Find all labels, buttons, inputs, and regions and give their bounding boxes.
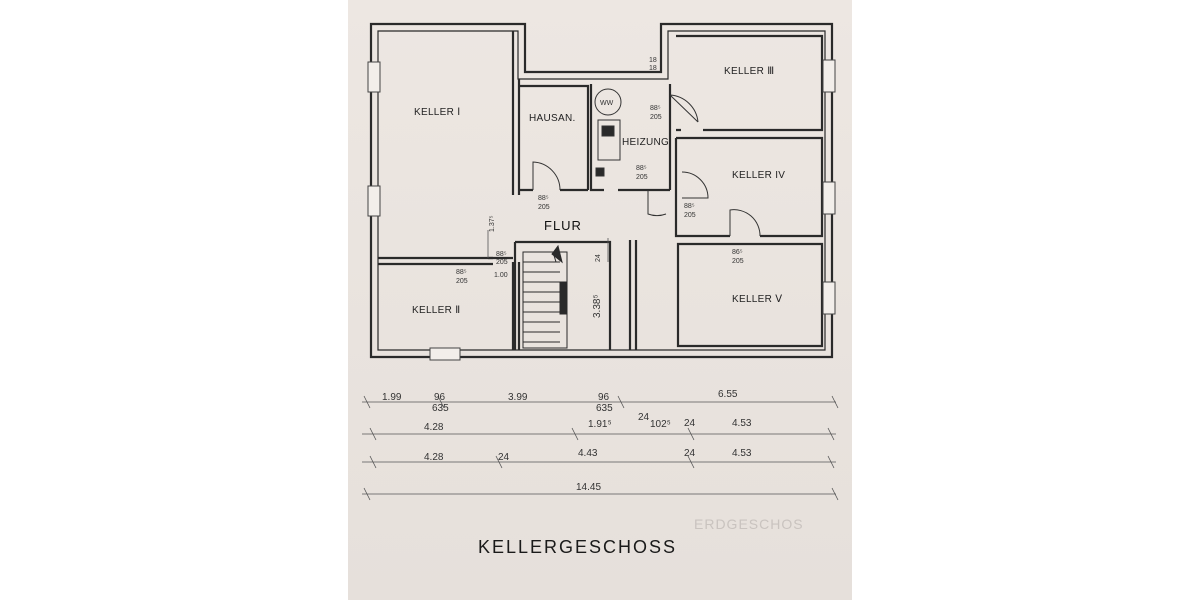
- wall-keller4: [674, 136, 824, 238]
- door-dim: 88⁵: [538, 195, 549, 202]
- wall-keller3: [676, 34, 824, 132]
- wall-stair: [513, 240, 612, 350]
- wall-keller5: [676, 242, 824, 348]
- dim-row1-value: 96: [434, 392, 446, 403]
- dim-row1-value: 3.99: [508, 392, 528, 403]
- dim-row2-value: 4.53: [732, 418, 752, 429]
- dim-label: 3.38⁵: [592, 294, 603, 318]
- wall-keller1-right: [511, 31, 521, 195]
- floor-plan-drawing: KELLER Ⅰ KELLER Ⅱ KELLER Ⅲ KELLER IV KEL…: [362, 22, 839, 501]
- dim-row3-value: 4.28: [424, 452, 444, 463]
- dim-label: 1.00: [494, 272, 508, 279]
- door-dim: 205: [496, 259, 508, 266]
- door-dim: 88⁵: [636, 165, 647, 172]
- room-label-hausan: HAUSAN.: [529, 113, 576, 124]
- wall-heizung: [589, 84, 672, 192]
- wall-keller2-right: [511, 262, 521, 350]
- door-dim: 205: [538, 204, 550, 211]
- door-dim: 205: [684, 212, 696, 219]
- door-dim: 205: [636, 174, 648, 181]
- door-dim: 205: [650, 114, 662, 121]
- wall-hausan: [520, 84, 590, 192]
- outer-wall-inner: [377, 30, 826, 351]
- door-dim: 88⁵: [650, 105, 661, 112]
- dim-row2-value: 4.28: [424, 422, 444, 433]
- dim-row3-value: 4.43: [578, 448, 598, 459]
- staircase: [522, 244, 568, 349]
- dim-row3-value: 24: [498, 452, 510, 463]
- floor-plan-sheet: KELLER Ⅰ KELLER Ⅱ KELLER Ⅲ KELLER IV KEL…: [348, 0, 852, 600]
- heating-equipment: [594, 88, 622, 177]
- room-label-heizung: HEIZUNG: [622, 137, 669, 148]
- dim-label: 18: [649, 57, 657, 64]
- dim-row2-value: 102⁵: [650, 419, 671, 430]
- door-dim: 88⁵: [456, 269, 467, 276]
- dim-total-value: 14.45: [576, 482, 601, 493]
- dim-row2-value: 1.91⁵: [588, 419, 612, 430]
- dim-row1-value: 1.99: [382, 392, 402, 403]
- boiler-icon: [594, 88, 622, 116]
- outer-wall: [369, 22, 834, 359]
- water-heater-label: WW: [600, 100, 614, 107]
- dim-row3-value: 24: [684, 448, 696, 459]
- room-label-keller5: KELLER Ⅴ: [732, 294, 782, 305]
- dim-row1-value: 635: [596, 403, 613, 414]
- faded-next-page-text: ERDGESCHOS: [694, 516, 804, 532]
- room-label-keller1: KELLER Ⅰ: [414, 107, 460, 118]
- dim-row1-value: 6.55: [718, 389, 738, 400]
- dim-label: 24: [595, 254, 602, 262]
- dim-label: 1.37⁵: [489, 215, 496, 232]
- room-label-keller4: KELLER IV: [732, 170, 785, 181]
- dim-row3-value: 4.53: [732, 448, 752, 459]
- door-dim: 86⁵: [732, 249, 743, 256]
- door-dim: 88⁵: [684, 203, 695, 210]
- door-dim: 88⁵: [496, 251, 507, 258]
- doors: [532, 94, 761, 237]
- dim-row1-value: 96: [598, 392, 610, 403]
- wall-keller1-keller2: [378, 256, 493, 266]
- dim-label: 18: [649, 65, 657, 72]
- room-label-keller3: KELLER Ⅲ: [724, 66, 774, 77]
- room-label-flur: FLUR: [544, 218, 582, 233]
- windows: [367, 59, 836, 361]
- wall-flur-right: [628, 240, 638, 350]
- door-dim: 205: [732, 258, 744, 265]
- dim-row1-value: 635: [432, 403, 449, 414]
- dim-row2-value: 24: [684, 418, 696, 429]
- floor-plan-title: KELLERGESCHOSS: [478, 537, 678, 557]
- dimension-lines: [362, 230, 839, 501]
- door-dim: 205: [456, 278, 468, 285]
- room-label-keller2: KELLER Ⅱ: [412, 305, 460, 316]
- dim-row2-value: 24: [638, 412, 650, 423]
